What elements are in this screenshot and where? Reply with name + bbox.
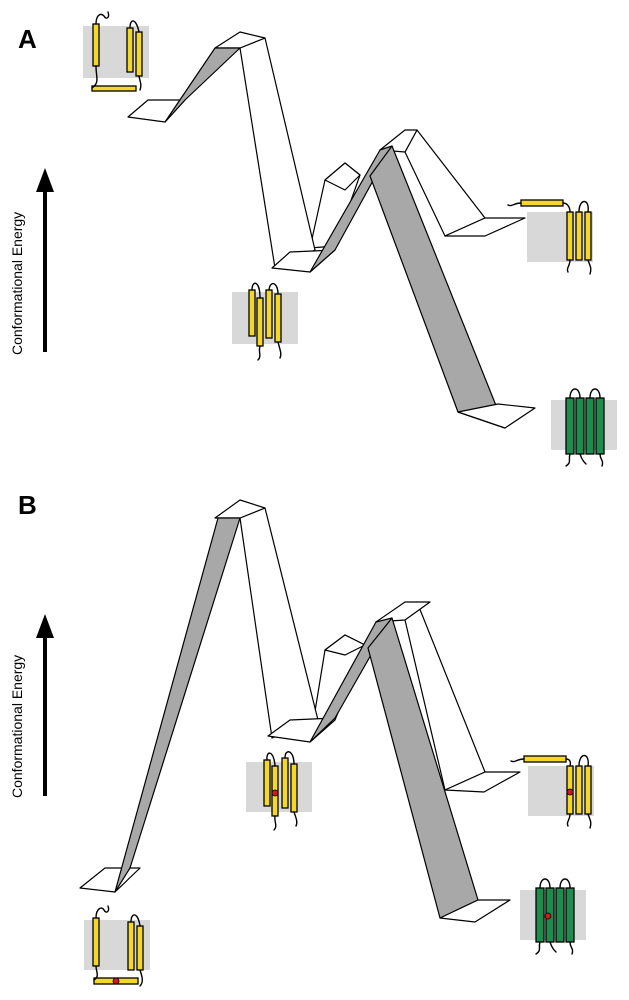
ribbon-platform [127, 99, 186, 123]
ligand-icon [566, 788, 574, 796]
panel-b-landscape [79, 499, 521, 923]
membrane-protein-icon [507, 199, 593, 275]
ribbon-platform [444, 771, 521, 793]
membrane-protein-icon [246, 751, 312, 831]
ribbon-platform [444, 217, 526, 237]
membrane-protein-icon [232, 282, 298, 361]
energy-arrow-icon [36, 168, 54, 352]
ligand-icon [271, 789, 279, 797]
panel-a-landscape [127, 31, 536, 429]
ribbon-face [114, 517, 241, 893]
ligand-icon [544, 912, 552, 920]
panel-a-axis-label: Conformational Energy [9, 212, 25, 355]
panel-a: A Conformational Energy [9, 11, 617, 467]
membrane-protein-icon [84, 905, 150, 987]
ligand-icon [112, 977, 120, 985]
panel-b-label: B [18, 490, 37, 520]
ribbon-face [239, 37, 316, 269]
energy-arrow-icon [36, 614, 54, 796]
ribbon-platform [457, 403, 536, 429]
ribbon-face [164, 47, 241, 123]
panel-b-axis-label: Conformational Energy [9, 655, 25, 798]
ribbon-peak-top [375, 601, 431, 623]
membrane-protein-icon [83, 11, 149, 92]
panel-a-label: A [18, 24, 37, 54]
membrane-protein-icon [551, 388, 617, 467]
ribbon-peak-top [324, 162, 361, 191]
ribbon-platform [79, 867, 141, 893]
ribbon-face [239, 507, 319, 739]
membrane-protein-icon [510, 754, 594, 829]
membrane-protein-icon [520, 878, 586, 955]
ribbon-platform [439, 899, 511, 923]
panel-b: B Conformational Energy [9, 490, 594, 987]
